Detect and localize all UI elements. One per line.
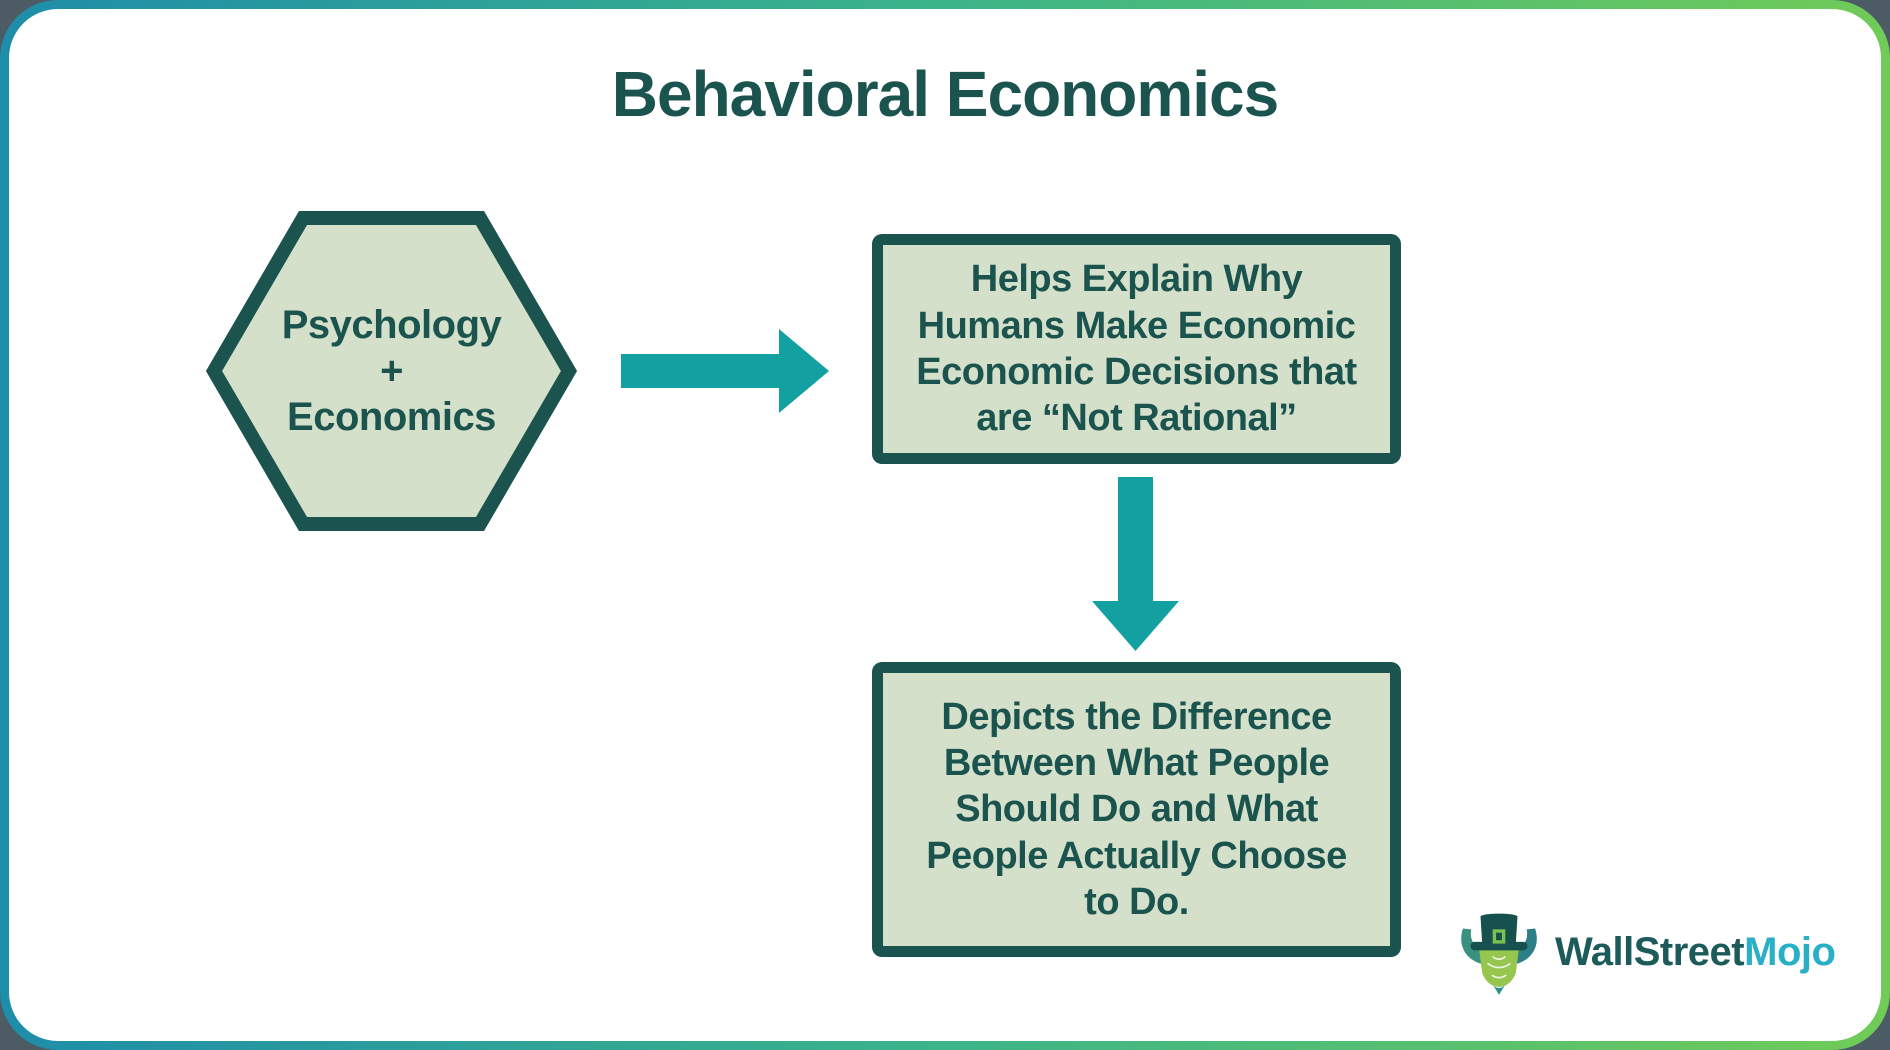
- depicts-difference-box: Depicts the Difference Between What Peop…: [872, 662, 1401, 957]
- brand-wordmark: WallStreetMojo: [1555, 929, 1836, 975]
- right-arrow-icon: [621, 329, 829, 413]
- brand-wordmark-part1: WallStreet: [1555, 929, 1745, 974]
- hexagon-shape-icon: [206, 211, 577, 531]
- down-arrow-icon: [1092, 477, 1179, 651]
- wallstreetmojo-logo: WallStreetMojo: [1457, 907, 1836, 997]
- hexagon-label: Psychology + Economics: [281, 303, 502, 439]
- hexagon-node: Psychology + Economics: [206, 209, 577, 533]
- explains-why-box: Helps Explain Why Humans Make Economic E…: [872, 234, 1401, 464]
- bull-mascot-icon: [1461, 913, 1537, 995]
- page-title: Behavioral Economics: [611, 58, 1279, 130]
- brand-wordmark-part2: Mojo: [1744, 929, 1836, 974]
